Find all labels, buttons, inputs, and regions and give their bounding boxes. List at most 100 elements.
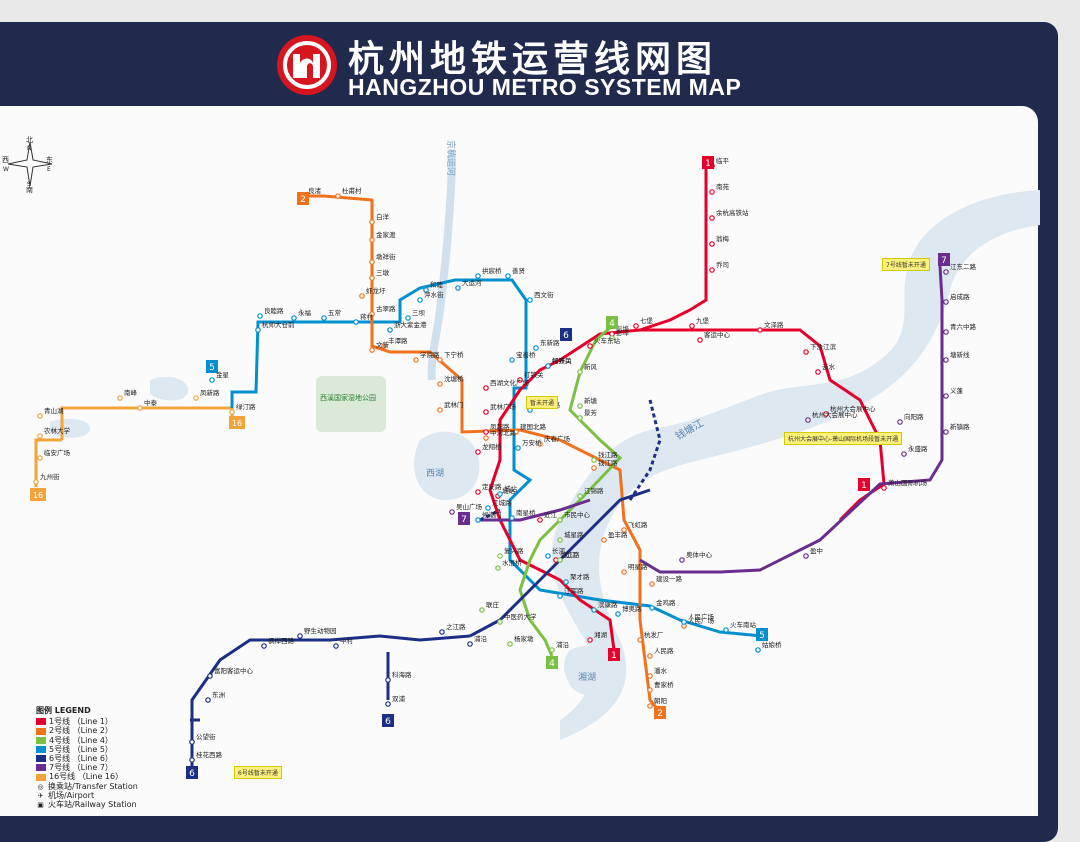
station-marker bbox=[229, 409, 235, 415]
station-label: 五常 bbox=[328, 308, 341, 317]
station-label: 曹家桥 bbox=[654, 680, 674, 689]
map-legend: 图例 LEGEND 1号线 （Line 1）2号线 （Line 2）4号线 （L… bbox=[36, 706, 138, 809]
line-5-badge bbox=[206, 360, 218, 373]
station-label: 长河 bbox=[552, 546, 566, 555]
station-marker bbox=[369, 237, 375, 243]
qingshan-lake bbox=[50, 418, 91, 438]
svg-text:2: 2 bbox=[657, 709, 663, 719]
wetland-label: 西溪国家湿地公园 bbox=[320, 393, 376, 402]
station-marker bbox=[649, 605, 655, 611]
station-label: 学院路 bbox=[420, 350, 440, 359]
svg-text:N: N bbox=[27, 145, 32, 152]
station-label: 江东二路 bbox=[950, 262, 977, 271]
airport-icon: ✈ bbox=[37, 791, 44, 800]
station-label: 临安广场 bbox=[44, 448, 71, 457]
west-lake bbox=[414, 431, 480, 500]
station-label: 城站 bbox=[504, 484, 518, 493]
station-label: 建设一路 bbox=[656, 574, 683, 583]
station-label: 定安路 bbox=[482, 482, 502, 491]
legend-swatch bbox=[36, 764, 46, 772]
station-marker bbox=[483, 385, 489, 391]
station-marker bbox=[509, 515, 515, 521]
svg-text:东: 东 bbox=[46, 155, 53, 164]
station-marker bbox=[557, 537, 563, 543]
station-label: 滨康路 bbox=[598, 600, 618, 609]
svg-text:5: 5 bbox=[759, 631, 765, 641]
station-marker bbox=[475, 449, 481, 455]
station-marker bbox=[709, 189, 715, 195]
station-marker bbox=[901, 451, 907, 457]
line-7-dashed bbox=[479, 399, 662, 522]
line7-not-open-note: 7号线暂未开通 bbox=[882, 258, 930, 271]
line-4-path bbox=[518, 324, 623, 657]
station-label: 永福 bbox=[298, 308, 312, 317]
station-marker bbox=[291, 315, 297, 321]
station-label: 姑娘桥 bbox=[762, 640, 782, 649]
station-label: 朝阳 bbox=[654, 696, 667, 705]
station-marker bbox=[261, 643, 267, 649]
line6-not-open-note: 6号线暂未开通 bbox=[234, 766, 282, 779]
station-marker bbox=[423, 287, 429, 293]
line-1-badge-south bbox=[608, 648, 620, 661]
station-marker bbox=[333, 643, 339, 649]
station-marker bbox=[757, 327, 763, 333]
station-marker bbox=[805, 417, 811, 423]
station-label: 万安桥 bbox=[522, 438, 542, 447]
station-label: 新镇路 bbox=[950, 422, 970, 431]
station-marker bbox=[709, 267, 715, 273]
station-marker bbox=[545, 363, 551, 369]
station-label: 龙翔桥 bbox=[482, 442, 502, 451]
svg-text:6: 6 bbox=[189, 769, 195, 779]
line-7-badge-west bbox=[458, 512, 470, 525]
station-label: 野生动物园 bbox=[304, 626, 337, 635]
svg-text:1: 1 bbox=[861, 481, 867, 491]
station-marker bbox=[353, 319, 359, 325]
station-label: 婺江路 bbox=[560, 550, 580, 559]
line-7-path bbox=[480, 265, 944, 574]
grand-canal bbox=[427, 149, 456, 381]
station-label: 良睦路 bbox=[264, 306, 284, 315]
station-label: 文新 bbox=[376, 340, 390, 349]
station-label: 临平 bbox=[716, 156, 730, 165]
station-marker bbox=[475, 273, 481, 279]
legend-item: 2号线 （Line 2） bbox=[36, 726, 138, 735]
station-marker bbox=[943, 393, 949, 399]
station-marker bbox=[647, 673, 653, 679]
station-marker bbox=[37, 433, 43, 439]
svg-text:1: 1 bbox=[611, 651, 617, 661]
station-marker bbox=[37, 413, 43, 419]
svg-text:S: S bbox=[27, 181, 31, 188]
legend-swatch bbox=[36, 773, 46, 781]
station-label: 水澄桥 bbox=[502, 558, 522, 567]
station-marker bbox=[497, 619, 503, 625]
station-label: 青山湖 bbox=[44, 406, 64, 415]
station-marker bbox=[723, 627, 729, 633]
station-label: 九堡 bbox=[696, 316, 710, 325]
svg-text:7: 7 bbox=[941, 256, 947, 266]
station-marker bbox=[455, 285, 461, 291]
station-label: 盈丰路 bbox=[608, 530, 628, 539]
station-label: 公望街 bbox=[196, 732, 216, 741]
station-marker bbox=[943, 269, 949, 275]
station-label: 中泰 bbox=[144, 398, 158, 407]
station-marker bbox=[577, 415, 583, 421]
legend-item: 5号线 （Line 5） bbox=[36, 745, 138, 754]
station-label: 江晖路 bbox=[564, 586, 584, 595]
station-label: 景芳 bbox=[584, 408, 598, 417]
station-marker bbox=[475, 489, 481, 495]
station-marker bbox=[709, 215, 715, 221]
station-label: 白洋 bbox=[376, 212, 390, 221]
line-1-badge bbox=[702, 156, 714, 169]
station-label: 永盛路 bbox=[908, 444, 928, 453]
station-marker bbox=[609, 335, 615, 341]
station-label: 农林大学 bbox=[44, 426, 71, 435]
station-marker bbox=[505, 273, 511, 279]
line-16-badge bbox=[229, 416, 245, 429]
station-marker bbox=[533, 345, 539, 351]
svg-text:6: 6 bbox=[385, 717, 391, 727]
station-marker bbox=[417, 297, 423, 303]
legend-item: 7号线 （Line 7） bbox=[36, 763, 138, 772]
svg-text:7: 7 bbox=[461, 515, 467, 525]
station-marker bbox=[509, 357, 515, 363]
station-label: 沈塘桥 bbox=[444, 374, 464, 383]
